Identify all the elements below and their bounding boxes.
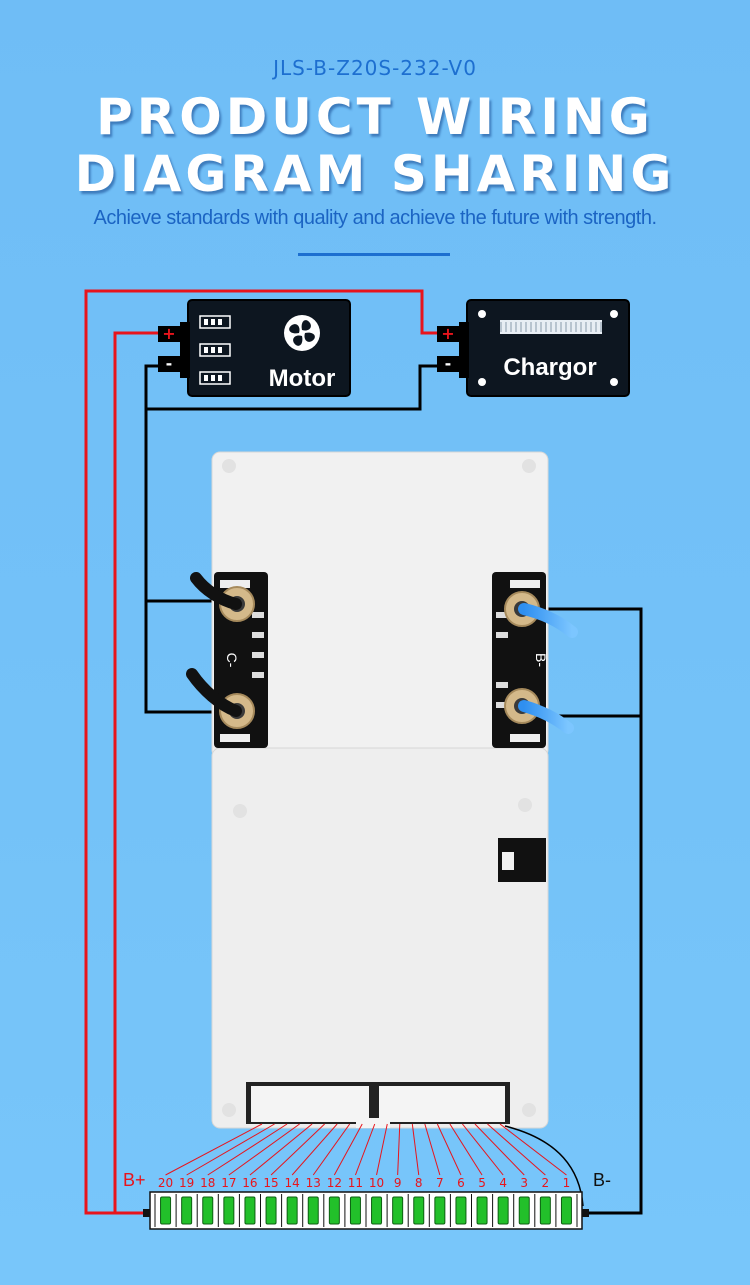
cell-number-label: 20 (158, 1176, 173, 1190)
balance-lead (462, 1123, 504, 1176)
cell-number-label: 18 (200, 1176, 215, 1190)
cell-number-label: 6 (457, 1176, 465, 1190)
battery-cell (160, 1196, 172, 1225)
battery-cell (371, 1196, 383, 1225)
charger-label: Chargor (503, 354, 596, 381)
battery-cell (413, 1196, 425, 1225)
battery-cell (349, 1196, 361, 1225)
cell-number-label: 15 (263, 1176, 278, 1190)
cell-number-label: 1 (563, 1176, 571, 1190)
balance-lead (449, 1123, 483, 1176)
balance-lead (270, 1123, 325, 1176)
battery-cell (392, 1196, 404, 1225)
battery-cell (307, 1196, 319, 1225)
battery-cell (202, 1196, 214, 1225)
motor-label: Motor (269, 365, 336, 392)
balance-lead (424, 1123, 441, 1176)
b-minus-pad-label: B- (533, 653, 549, 667)
balance-lead (312, 1123, 351, 1176)
cell-number-label: 8 (415, 1176, 423, 1190)
c-minus-label: C- (224, 653, 240, 668)
black-wire-motor (144, 364, 230, 714)
battery-cell (265, 1196, 277, 1225)
balance-lead (436, 1123, 462, 1176)
title-line-1: PRODUCT WIRING (96, 88, 654, 146)
b-minus-label: B- (593, 1170, 611, 1190)
motor-plus-terminal: + (162, 324, 175, 343)
charge-bar-icon (500, 320, 602, 334)
balance-lead (249, 1123, 313, 1176)
cell-number-label: 2 (542, 1176, 550, 1190)
cell-number-label: 11 (348, 1176, 363, 1190)
cell-number-label: 19 (179, 1176, 194, 1190)
battery-cell (476, 1196, 488, 1225)
cell-number-label: 17 (221, 1176, 236, 1190)
battery-cell (181, 1196, 193, 1225)
balance-lead (397, 1123, 401, 1176)
fan-icon (284, 315, 320, 351)
red-wire-charger (84, 289, 455, 1215)
balance-lead (354, 1123, 376, 1176)
balance-lead (474, 1123, 525, 1176)
battery-level-icon (199, 315, 231, 385)
cell-number-label: 4 (499, 1176, 507, 1190)
balance-lead (291, 1123, 338, 1176)
balance-lead (411, 1123, 420, 1176)
balance-lead (228, 1123, 300, 1176)
model-number: JLS-B-Z20S-232-V0 (273, 56, 477, 80)
title-line-2: DIAGRAM SHARING (74, 145, 676, 203)
cell-number-label: 9 (394, 1176, 402, 1190)
balance-lead (376, 1123, 388, 1176)
balance-lead (186, 1123, 275, 1176)
battery-cell (286, 1196, 298, 1225)
charger-module: + - Chargor (437, 299, 630, 397)
battery-cell (223, 1196, 235, 1225)
cell-number-label: 10 (369, 1176, 384, 1190)
motor-minus-terminal: - (166, 354, 173, 373)
cell-number-label: 14 (285, 1176, 300, 1190)
charger-minus-terminal: - (445, 354, 452, 373)
battery-cell (497, 1196, 509, 1225)
balance-connector (246, 1082, 510, 1128)
balance-lead (207, 1123, 288, 1176)
charger-plus-terminal: + (441, 324, 454, 343)
black-wire-b-minus (530, 607, 643, 1215)
cell-number-label: 3 (520, 1176, 528, 1190)
battery-cell (434, 1196, 446, 1225)
battery-cell (518, 1196, 530, 1225)
cell-number-label: 7 (436, 1176, 444, 1190)
balance-lead (165, 1123, 263, 1176)
battery-pack (143, 1191, 589, 1230)
divider (298, 253, 450, 256)
cell-number-label: 12 (327, 1176, 342, 1190)
b-plus-label: B+ (123, 1170, 146, 1190)
balance-leads (165, 1123, 567, 1176)
bms-board: C- B- (186, 451, 578, 1129)
battery-cell (328, 1196, 340, 1225)
battery-cell (455, 1196, 467, 1225)
balance-lead (487, 1123, 546, 1176)
battery-cell (539, 1196, 551, 1225)
cell-number-label: 16 (242, 1176, 257, 1190)
balance-lead (333, 1123, 363, 1176)
balance-lead (499, 1123, 567, 1176)
cell-number-label: 13 (306, 1176, 321, 1190)
subtitle: Achieve standards with quality and achie… (93, 207, 657, 229)
battery-cell (244, 1196, 256, 1225)
battery-cell (560, 1196, 572, 1225)
cell-number-label: 5 (478, 1176, 486, 1190)
red-wire-motor (113, 331, 158, 1213)
motor-module: + - Motor (158, 299, 351, 397)
